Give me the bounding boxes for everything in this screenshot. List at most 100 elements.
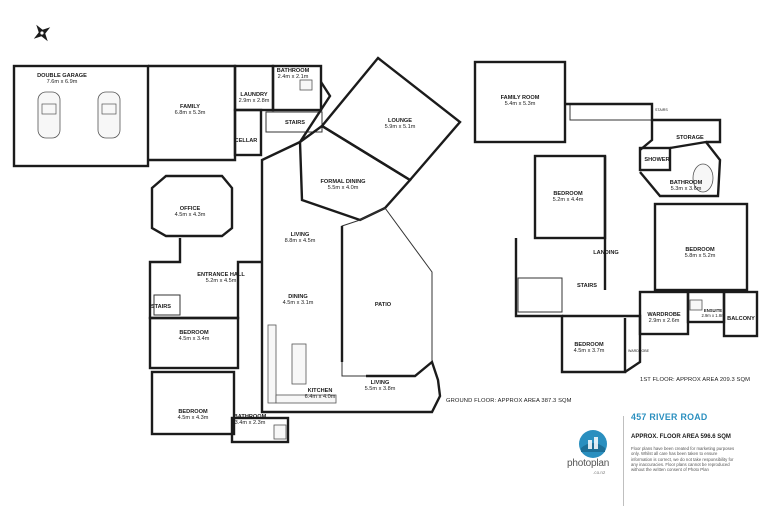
- room-dim: 5.9m x 5.1m: [385, 124, 416, 130]
- photoplan-logo-icon: [579, 430, 607, 458]
- room-name: ENTRANCE HALL: [197, 272, 245, 278]
- svg-text:CELLAR: CELLAR: [235, 138, 258, 144]
- room-name: BEDROOM: [553, 191, 583, 197]
- car-icon: [37, 91, 61, 139]
- room-dim: 2.4m x 2.1m: [278, 74, 309, 80]
- room-name: FAMILY: [180, 104, 200, 110]
- room-dim: 5.5m x 4.0m: [328, 185, 359, 191]
- room-name: BATHROOM: [277, 68, 310, 74]
- room-dim: 6.8m x 5.3m: [175, 110, 206, 116]
- svg-text:STAIRS: STAIRS: [285, 120, 305, 126]
- room-name: ENSUITE: [704, 308, 722, 313]
- room-dim: 4.5m x 4.3m: [175, 212, 206, 218]
- room-dim: 5.2m x 4.4m: [553, 197, 584, 203]
- room-name: PATIO: [375, 302, 392, 308]
- room-name: LOUNGE: [388, 118, 412, 124]
- disclaimer: Floor plans have been created for market…: [631, 446, 735, 473]
- svg-text:PATIO: PATIO: [375, 302, 392, 308]
- room-name: BEDROOM: [685, 247, 715, 253]
- ground-floor-area: GROUND FLOOR: APPROX AREA 387.3 SQM: [446, 398, 572, 404]
- room-name: KITCHEN: [308, 388, 333, 394]
- brand-panel: photoplan .co.nz 457 RIVER ROAD APPROX. …: [565, 412, 765, 510]
- wardrobe-tag: WARDROBE: [628, 349, 650, 353]
- first-floor: [473, 60, 759, 374]
- room-name: DINING: [288, 294, 308, 300]
- logo-name: photoplan: [567, 458, 610, 469]
- room-dim: 2.9m x 2.6m: [649, 318, 680, 324]
- room-dim: 4.5m x 3.7m: [574, 348, 605, 354]
- svg-text:STORAGE: STORAGE: [676, 135, 704, 141]
- compass-icon: [33, 24, 51, 42]
- svg-text:SHOWER: SHOWER: [644, 157, 669, 163]
- room-name: STAIRS: [577, 283, 597, 289]
- stairs-tag: STAIRS: [655, 108, 668, 112]
- room-dim: 5.8m x 5.2m: [685, 253, 716, 259]
- logo-domain: .co.nz: [593, 470, 606, 475]
- room-name: LAUNDRY: [240, 92, 267, 98]
- room-dim: 4.5m x 4.3m: [178, 415, 209, 421]
- room-dim: 4.5m x 3.1m: [283, 300, 314, 306]
- room-dim: 6.4m x 4.0m: [305, 394, 336, 400]
- room-name: STAIRS: [285, 120, 305, 126]
- room-name: SHOWER: [644, 157, 669, 163]
- room-name: BATHROOM: [234, 414, 267, 420]
- room-dim: 3.4m x 2.3m: [235, 420, 266, 426]
- room-name: DOUBLE GARAGE: [37, 73, 87, 79]
- svg-text:STAIRS: STAIRS: [577, 283, 597, 289]
- brand-divider: [623, 416, 624, 506]
- room-name: FAMILY ROOM: [501, 95, 540, 101]
- room-name: BALCONY: [727, 316, 755, 322]
- room-name: BEDROOM: [574, 342, 604, 348]
- room-name: BEDROOM: [178, 409, 208, 415]
- total-floor-area: APPROX. FLOOR AREA 596.6 SQM: [631, 434, 731, 440]
- ground-floor: [12, 56, 462, 444]
- room-name: STAIRS: [151, 304, 171, 310]
- room-dim: 7.6m x 6.9m: [47, 79, 78, 85]
- property-address: 457 RIVER ROAD: [631, 412, 708, 422]
- svg-text:STAIRS: STAIRS: [151, 304, 171, 310]
- room-name: BEDROOM: [179, 330, 209, 336]
- room-name: OFFICE: [180, 206, 201, 212]
- room-name: LIVING: [371, 380, 390, 386]
- room-dim: 5.2m x 4.5m: [206, 278, 237, 284]
- room-name: LIVING: [291, 232, 310, 238]
- room-name: FORMAL DINING: [321, 179, 366, 185]
- room-name: BATHROOM: [670, 180, 703, 186]
- room-dim: 2.9m x 1.8m: [701, 313, 725, 318]
- room-dim: 5.3m x 3.6m: [671, 186, 702, 192]
- room-dim: 2.9m x 2.8m: [239, 98, 270, 104]
- room-dim: 4.5m x 3.4m: [179, 336, 210, 342]
- svg-text:LANDING: LANDING: [593, 250, 618, 256]
- first-floor-area: 1ST FLOOR: APPROX AREA 209.3 SQM: [640, 377, 751, 383]
- room-name: LANDING: [593, 250, 618, 256]
- car-icon: [97, 91, 121, 139]
- room-dim: 5.4m x 5.3m: [505, 101, 536, 107]
- svg-text:BALCONY: BALCONY: [727, 316, 755, 322]
- room-name: STORAGE: [676, 135, 704, 141]
- room-dim: 5.5m x 3.8m: [365, 386, 396, 392]
